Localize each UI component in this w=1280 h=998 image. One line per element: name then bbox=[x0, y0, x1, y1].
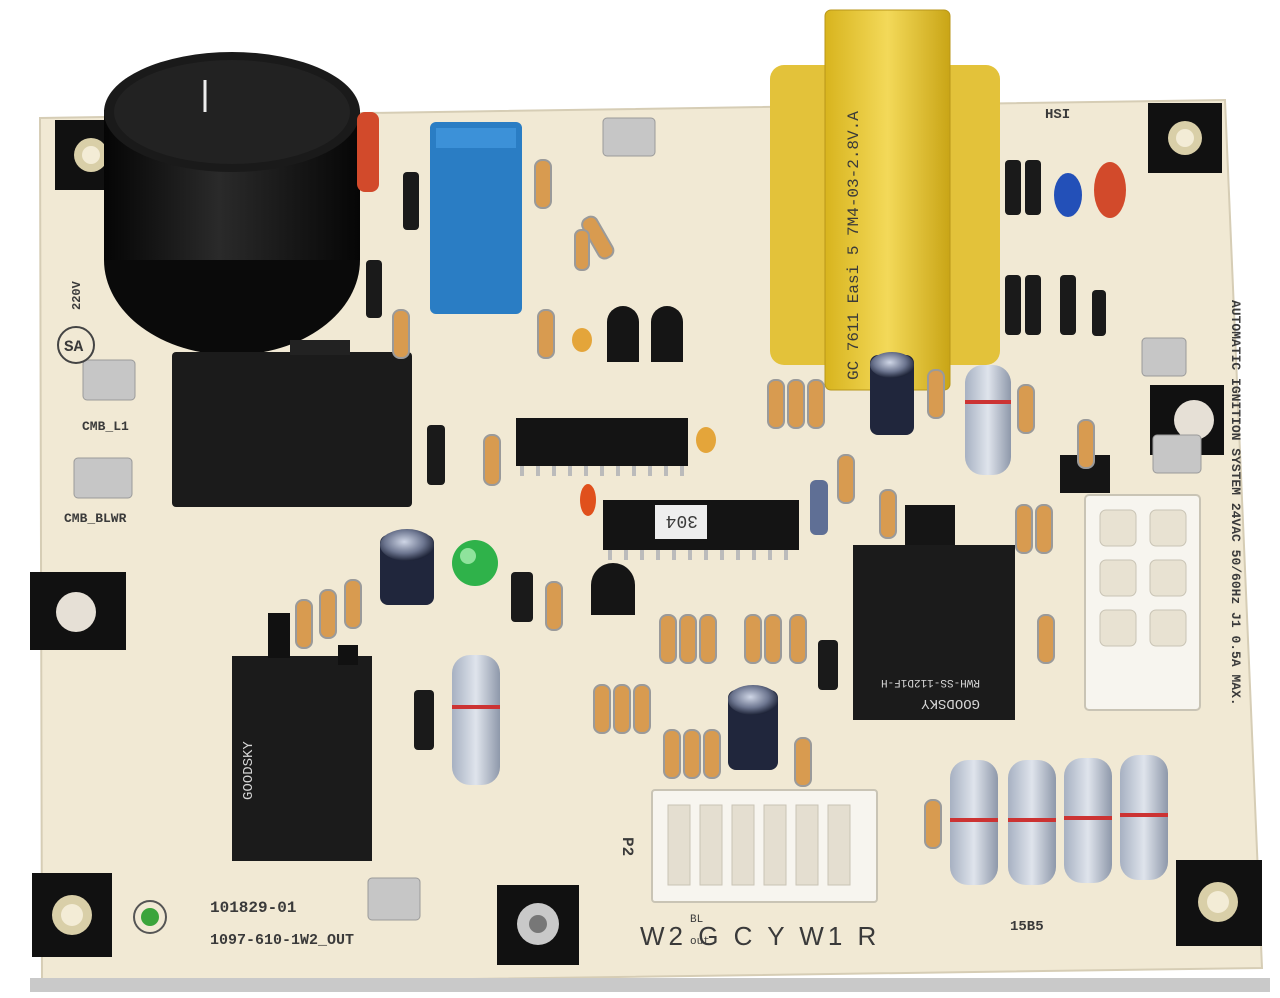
relay-upper-left bbox=[172, 340, 412, 507]
power-resistor-5 bbox=[1064, 758, 1112, 883]
connector-j1 bbox=[1084, 494, 1201, 711]
relay-left-brand: GOODSKY bbox=[241, 741, 257, 800]
power-resistors bbox=[452, 365, 1168, 885]
resistor-bank-label: 15B5 bbox=[1010, 919, 1044, 935]
power-resistor-2 bbox=[452, 655, 500, 785]
mounting-pad-bottom-right bbox=[1176, 860, 1262, 946]
connector-p2: P2 bbox=[618, 789, 878, 903]
right-edge-rating-text: AUTOMATIC IGNITION SYSTEM 24VAC 50/60Hz … bbox=[1228, 300, 1243, 706]
p2-bl-label: BL bbox=[690, 914, 703, 926]
electrolytic-capacitor-2 bbox=[870, 352, 914, 435]
ic-chip-1 bbox=[516, 418, 688, 476]
power-resistor-1 bbox=[965, 365, 1011, 475]
relay-right: GOODSKY RWH-SS-112D1F-H bbox=[853, 545, 1015, 720]
p2-pin-labels: W2 G C Y W1 R bbox=[640, 921, 880, 951]
part-number-label: 101829-01 bbox=[210, 899, 296, 917]
silkscreen-labels: CMB_L1 CMB_BLWR HSI SA 220V 101829-01 10… bbox=[57, 107, 1243, 951]
model-code-label: 1097-610-1W2_OUT bbox=[210, 932, 354, 949]
mounting-pad-mid-left bbox=[30, 572, 126, 650]
relay-lower-left: GOODSKY bbox=[232, 613, 372, 861]
label-cmb-l1: CMB_L1 bbox=[82, 419, 129, 434]
ic-chip-2: 304 bbox=[603, 500, 799, 560]
transformer: GC 7611 Easi 5 7M4-03-2.8V.A bbox=[770, 9, 1000, 391]
csa-mark: SA bbox=[64, 338, 84, 356]
label-hsi: HSI bbox=[1045, 107, 1070, 123]
p2-out-label: out bbox=[690, 936, 710, 948]
small-capacitors bbox=[572, 162, 1126, 516]
test-point-green bbox=[133, 900, 167, 934]
power-resistor-4 bbox=[1008, 760, 1056, 885]
electrolytic-capacitor-1 bbox=[380, 529, 434, 605]
red-capacitor-small bbox=[357, 112, 379, 192]
relay-right-code: RWH-SS-112D1F-H bbox=[881, 676, 980, 688]
mounting-pad-bottom-left bbox=[32, 873, 112, 957]
transformer-text: GC 7611 Easi 5 7M4-03-2.8V.A bbox=[845, 111, 863, 380]
electrolytic-capacitor-3 bbox=[728, 685, 778, 770]
green-led bbox=[452, 540, 498, 586]
large-capacitor bbox=[104, 52, 360, 355]
spade-terminals bbox=[73, 117, 1202, 921]
ic-chip-2-label: 304 bbox=[666, 510, 698, 530]
relay-right-brand: GOODSKY bbox=[921, 695, 980, 711]
label-cmb-blwr: CMB_BLWR bbox=[64, 511, 127, 526]
mounting-pad-bottom-center bbox=[497, 885, 579, 965]
power-resistor-6 bbox=[1120, 755, 1168, 880]
blue-capacitor bbox=[430, 122, 522, 314]
diodes bbox=[366, 160, 1106, 750]
voltage-mark: 220V bbox=[70, 280, 84, 310]
small-resistors bbox=[295, 159, 1095, 849]
mounting-pad-top-right bbox=[1148, 103, 1222, 173]
mounting-pads bbox=[30, 103, 1262, 965]
power-resistor-3 bbox=[950, 760, 998, 885]
p2-ref-label: P2 bbox=[618, 837, 636, 856]
